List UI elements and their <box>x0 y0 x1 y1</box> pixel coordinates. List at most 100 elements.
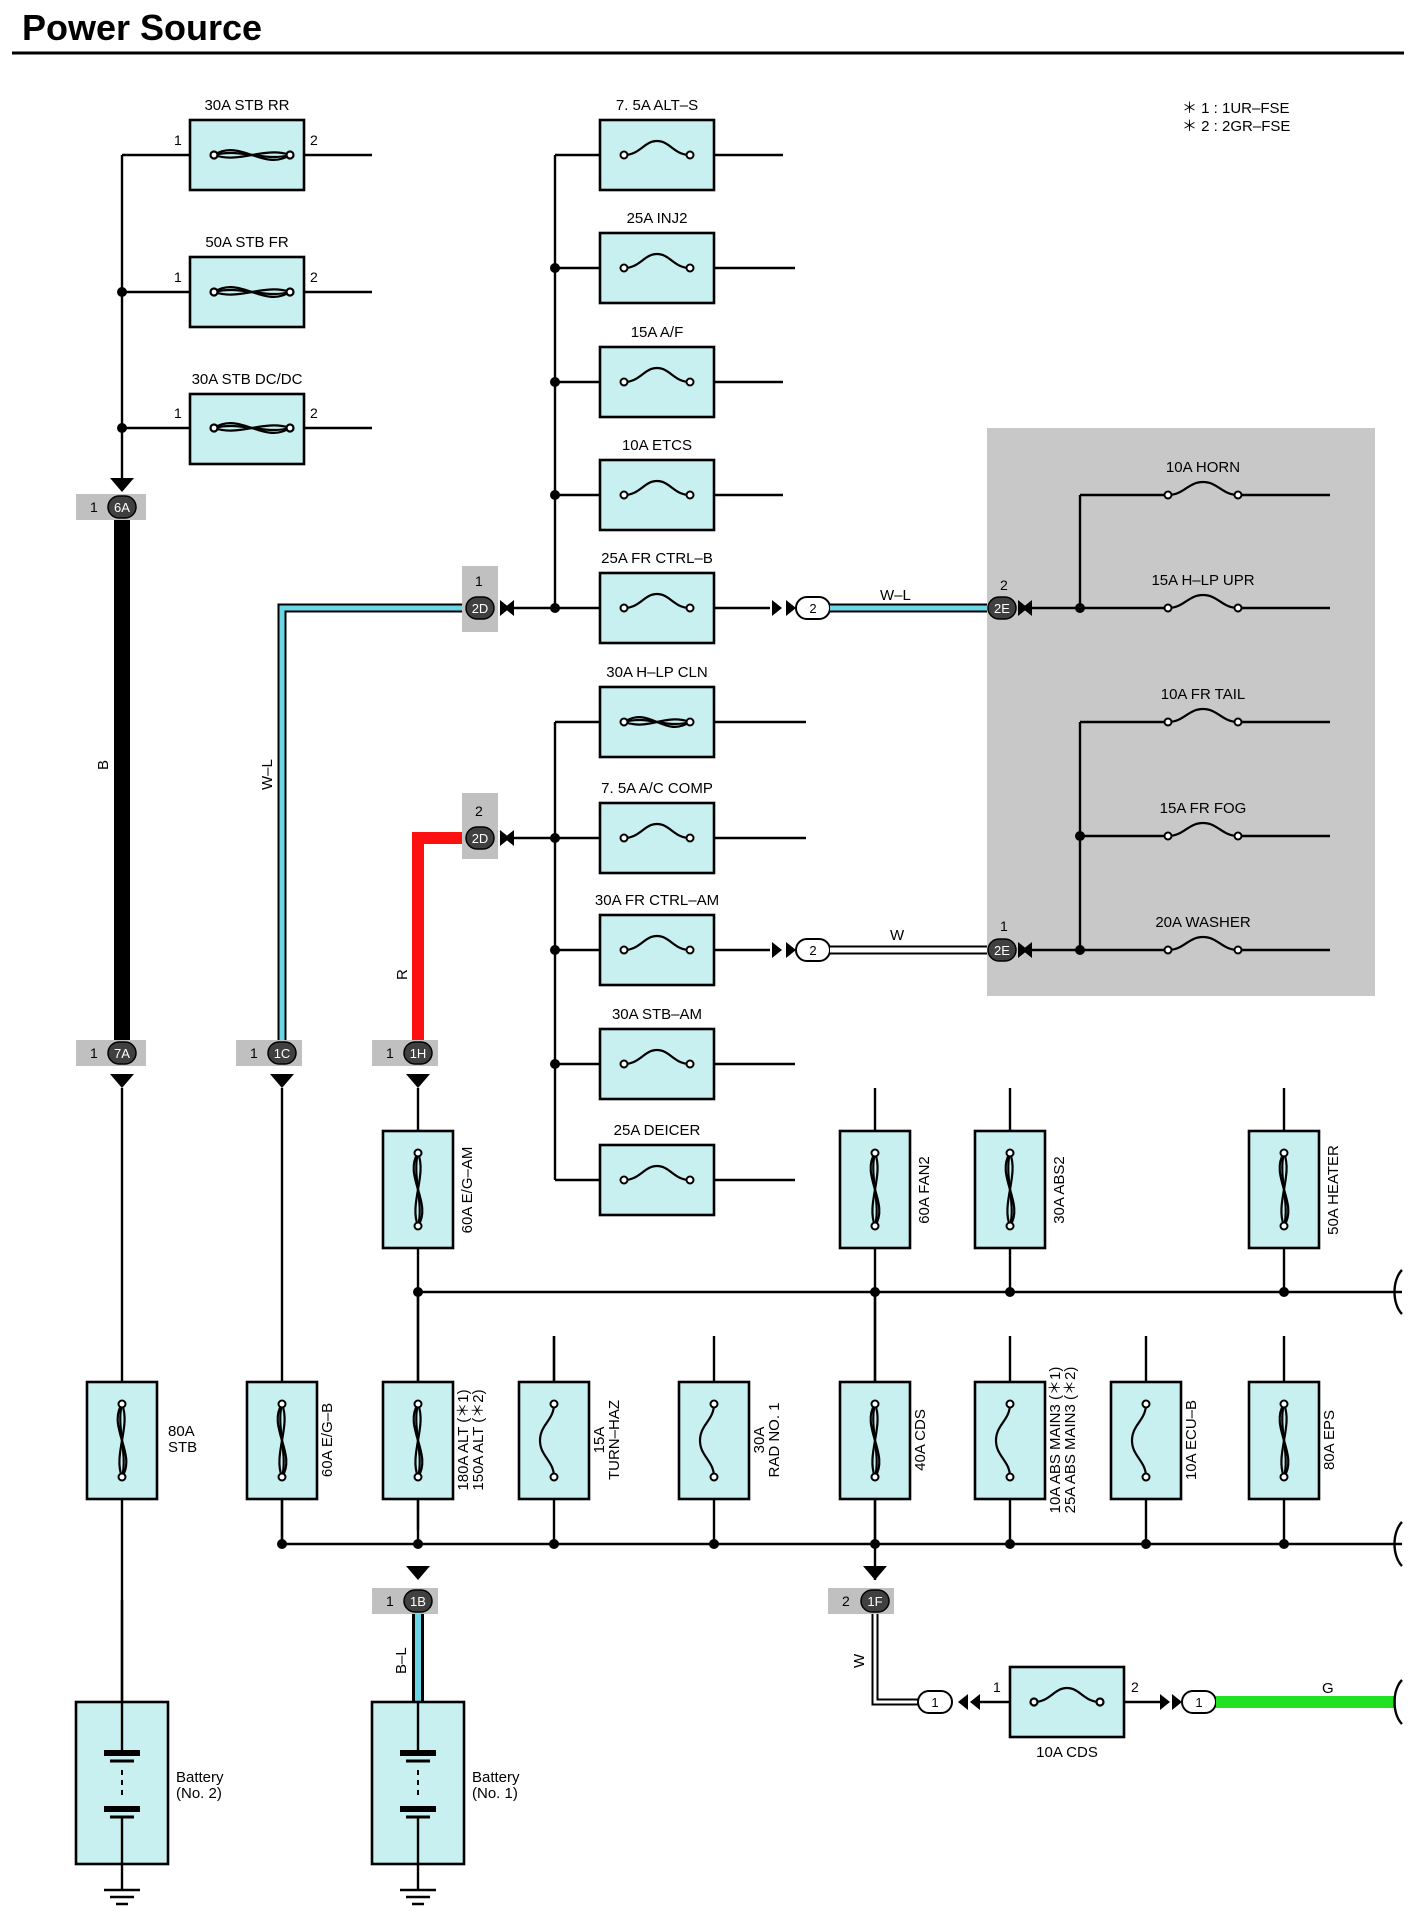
connector-2e-1: 1 2E <box>987 918 1032 962</box>
svg-text:1: 1 <box>90 499 98 515</box>
svg-text:2: 2 <box>475 803 483 819</box>
svg-text:1: 1 <box>386 1593 394 1609</box>
fuse-label: 15A <box>591 1427 608 1454</box>
svg-text:2: 2 <box>809 943 816 958</box>
wire-w-cds <box>873 1614 918 1704</box>
fuse-7-5a-alt-s: 7. 5A ALT–S <box>598 97 716 192</box>
svg-text:1: 1 <box>250 1045 258 1061</box>
fuse-label: 180A ALT (＊1) <box>455 1389 472 1490</box>
fuse-30a-h-lp-cln: 30A H–LP CLN <box>598 664 716 759</box>
fuse-label: 7. 5A ALT–S <box>616 97 698 114</box>
svg-text:1: 1 <box>90 1045 98 1061</box>
fuse-label: STB <box>168 1439 197 1456</box>
fuse-label: 30A STB RR <box>204 97 289 114</box>
fuse-label: 10A ABS MAIN3 (＊1) <box>1047 1367 1064 1514</box>
wire-color-label: W <box>890 927 905 944</box>
svg-text:(No. 1): (No. 1) <box>472 1785 518 1802</box>
battery-no2: Battery (No. 2) <box>74 1600 224 1906</box>
connector-1b: 1B 1 <box>372 1566 438 1614</box>
fuse-label: 10A HORN <box>1166 459 1240 476</box>
relay-box-wiring <box>1032 493 1330 955</box>
wire-r <box>412 832 478 1040</box>
pin-label: 2 <box>310 405 318 421</box>
fuse-50a-heater: 50A HEATER <box>1247 1129 1342 1250</box>
fuse-label: 150A ALT (＊2) <box>470 1389 487 1490</box>
note-2: ＊ 2 : 2GR–FSE <box>1182 118 1290 135</box>
svg-text:1C: 1C <box>274 1046 291 1061</box>
wire-color-label: R <box>394 969 411 980</box>
fuse-label: 30A H–LP CLN <box>606 664 707 681</box>
fuse-20a-washer: 20A WASHER <box>1155 914 1251 955</box>
fuse-label: 30A ABS2 <box>1051 1156 1068 1224</box>
fuse-label: 60A E/G–AM <box>459 1147 476 1234</box>
joint-2-lower: 2 <box>772 938 831 962</box>
fuse-label: 30A STB–AM <box>612 1006 702 1023</box>
connector-2e-2: 2 2E <box>987 577 1032 620</box>
svg-text:1: 1 <box>386 1045 394 1061</box>
svg-text:2D: 2D <box>472 831 489 846</box>
svg-text:1F: 1F <box>867 1594 882 1609</box>
fuse-15a-a-f: 15A A/F <box>598 324 716 419</box>
fuse-15a-fr-fog: 15A FR FOG <box>1160 800 1247 841</box>
svg-text:Battery: Battery <box>472 1769 520 1786</box>
fuse-10a-ecu-b: 10A ECU–B <box>1109 1336 1200 1549</box>
joint-1-right: 1 <box>1160 1690 1217 1714</box>
fuse-25a-inj2: 25A INJ2 <box>598 210 716 305</box>
svg-text:2: 2 <box>1000 577 1008 593</box>
fuse-label: 25A INJ2 <box>627 210 688 227</box>
fuse-label: 40A CDS <box>912 1409 929 1471</box>
fuse-label: 7. 5A A/C COMP <box>601 780 713 797</box>
fuse-15a-h-lp-upr: 15A H–LP UPR <box>1151 572 1255 613</box>
fuse-40a-cds: 40A CDS <box>838 1292 929 1549</box>
svg-text:Battery: Battery <box>176 1769 224 1786</box>
fuse-10a-cds <box>1008 1665 1126 1739</box>
svg-text:7A: 7A <box>114 1046 130 1061</box>
fuse-label: 25A FR CTRL–B <box>601 550 713 567</box>
svg-text:(No. 2): (No. 2) <box>176 1785 222 1802</box>
fuse-10a-abs-main3-1: 10A ABS MAIN3 (＊1)25A ABS MAIN3 (＊2) <box>973 1336 1079 1549</box>
svg-text:2: 2 <box>842 1593 850 1609</box>
pin-label: 1 <box>174 269 182 285</box>
svg-text:1: 1 <box>931 1695 938 1710</box>
left-stb-group: 30A STB RR 50A STB FR 30A STB DC/DC 1 2 … <box>117 97 372 480</box>
fuse-label: TURN–HAZ <box>606 1400 623 1480</box>
pin-label: 1 <box>174 405 182 421</box>
fuse-label: 25A ABS MAIN3 (＊2) <box>1062 1367 1079 1514</box>
wire-color-label: G <box>1322 1680 1334 1697</box>
wire-color-label: W–L <box>880 587 911 604</box>
joint-1-left: 1 <box>917 1690 980 1714</box>
connector-2d-1: 1 2D <box>462 566 514 632</box>
fuse-label: 15A H–LP UPR <box>1151 572 1254 589</box>
fuse-80a-eps: 80A EPS <box>1247 1336 1338 1549</box>
joint-2-upper: 2 <box>772 596 831 620</box>
wire-color-label: W–L <box>259 759 276 790</box>
wire-b <box>114 515 130 1040</box>
note-1: ＊ 1 : 1UR–FSE <box>1182 100 1290 117</box>
fuse-label: 30A <box>751 1427 768 1454</box>
bus-break <box>1393 1269 1403 1315</box>
connector-1h: 1H 1 <box>372 1040 438 1088</box>
fuse-label: 60A E/G–B <box>319 1403 336 1477</box>
pin-label: 2 <box>310 132 318 148</box>
connector-6a: 6A 1 <box>76 478 146 520</box>
fuse-180a-alt-1: 180A ALT (＊1)150A ALT (＊2) <box>381 1292 487 1549</box>
svg-text:6A: 6A <box>114 500 130 515</box>
svg-text:1: 1 <box>1000 918 1008 934</box>
fuse-label: 15A FR FOG <box>1160 800 1247 817</box>
fuse-10a-etcs: 10A ETCS <box>598 437 716 532</box>
battery-no1: Battery (No. 1) <box>370 1700 520 1906</box>
fuse-30a-fr-ctrl-am: 30A FR CTRL–AM <box>595 892 719 987</box>
fuse-30a-stb-am: 30A STB–AM <box>598 1006 716 1101</box>
fuse-60a-fan2: 60A FAN2 <box>838 1129 933 1250</box>
fuse-label: 10A CDS <box>1036 1744 1098 1761</box>
pin-label: 2 <box>1131 1679 1139 1695</box>
fuse-label: 50A STB FR <box>205 234 289 251</box>
fuse-25a-fr-ctrl-b: 25A FR CTRL–B <box>598 550 716 645</box>
svg-text:1: 1 <box>475 573 483 589</box>
connector-1f: 1F 2 <box>828 1566 894 1614</box>
pin-label: 1 <box>174 132 182 148</box>
pin-label: 1 <box>993 1679 1001 1695</box>
